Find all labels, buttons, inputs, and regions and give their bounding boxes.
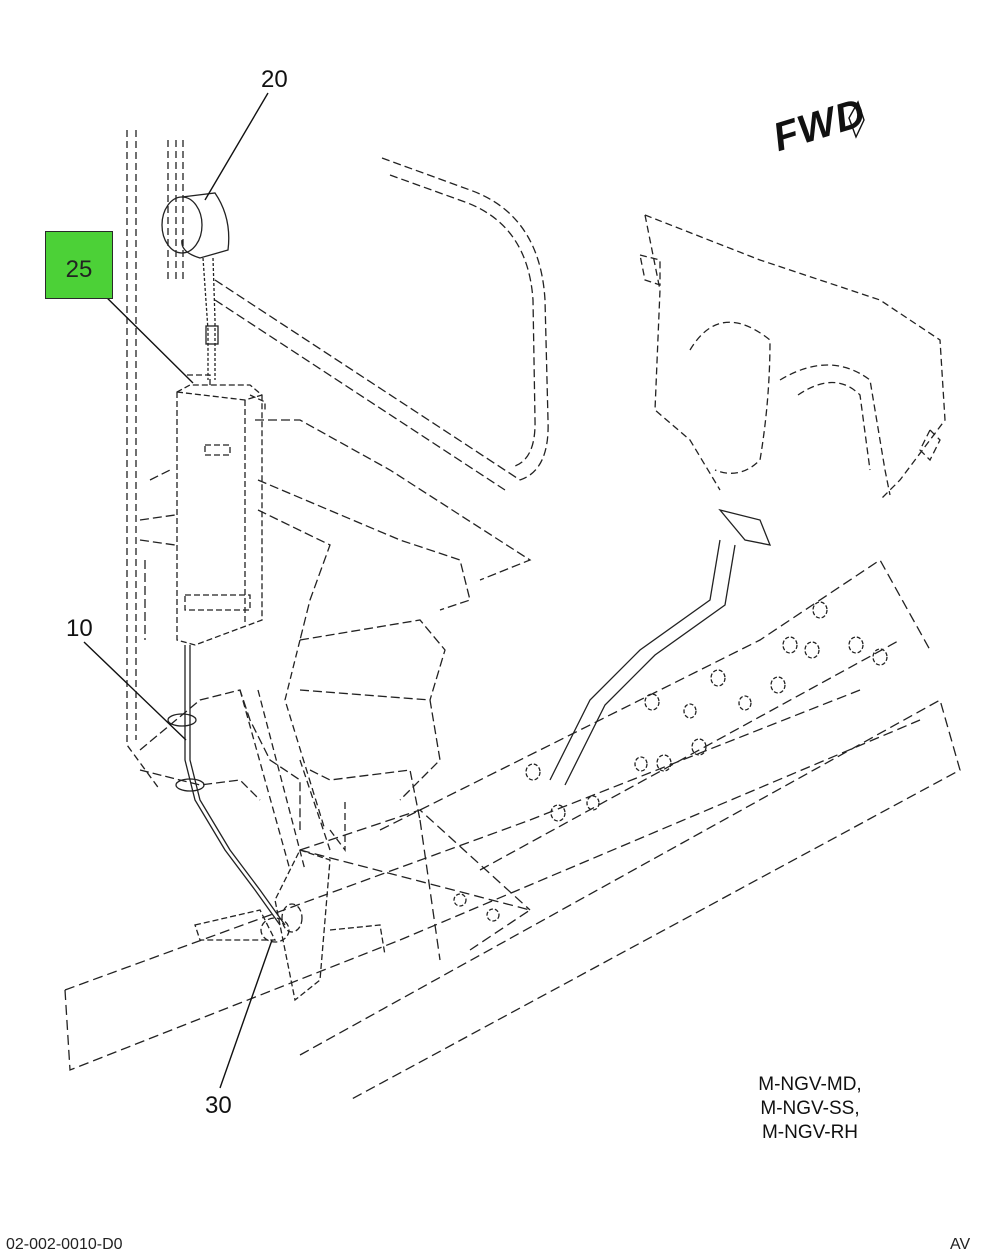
cable	[167, 645, 286, 926]
leader-20	[204, 92, 269, 201]
antenna	[161, 192, 230, 380]
leader-lines	[83, 92, 273, 1089]
drawing-number: 02-002-0010-D0	[6, 1236, 123, 1253]
model-codes: M-NGV-MD, M-NGV-SS, M-NGV-RH	[735, 1073, 885, 1145]
cab-panel	[139, 279, 532, 830]
crossmember	[194, 849, 386, 1002]
callout-25: 25	[65, 256, 93, 283]
callout-30[interactable]: 30	[205, 1092, 232, 1119]
model-code: M-NGV-MD,	[758, 1074, 862, 1095]
fender-harness	[549, 508, 772, 786]
callout-20[interactable]: 20	[261, 66, 288, 93]
leader-30	[219, 939, 273, 1089]
model-code: M-NGV-SS,	[760, 1098, 860, 1119]
highlighted-callout-25[interactable]: 25	[45, 231, 113, 299]
frame-rail	[64, 559, 961, 1101]
footer-code: AV	[950, 1236, 971, 1253]
cab-wall	[126, 130, 184, 791]
front-fender	[639, 214, 946, 501]
rear-window	[381, 157, 549, 481]
bracket-support	[239, 639, 346, 871]
leader-25	[93, 284, 194, 384]
receiver-module	[176, 374, 266, 646]
callout-10[interactable]: 10	[66, 615, 93, 642]
forward-arrow	[848, 100, 865, 139]
rail-holes	[453, 601, 888, 922]
leader-10	[83, 641, 187, 741]
model-code: M-NGV-RH	[761, 1122, 859, 1143]
